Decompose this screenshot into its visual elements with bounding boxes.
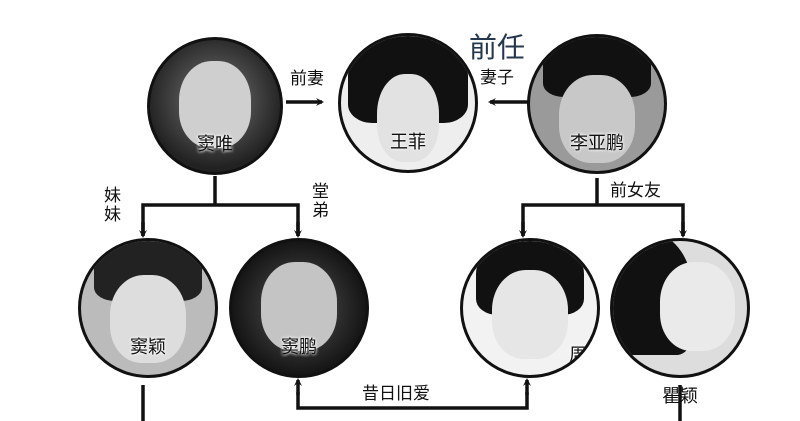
- photo-li-yapeng: 李亚鹏: [527, 34, 667, 174]
- photo-wang-fei: 王菲: [338, 33, 478, 173]
- label-former: 前任: [469, 31, 526, 64]
- photo-dou-ying: 窦颖: [78, 238, 218, 378]
- name-li-yapeng: 李亚鹏: [570, 132, 624, 154]
- name-dou-wei: 窦唯: [197, 134, 233, 156]
- label-wife: 妻子: [480, 68, 514, 88]
- photo-dou-wei: 窦唯: [147, 37, 283, 175]
- photo-dou-peng: 窦鹏: [229, 238, 369, 378]
- name-qu-ying: 瞿颖: [662, 386, 698, 407]
- label-cousin: 堂弟: [308, 182, 328, 220]
- name-zhou-xun: 周迅: [569, 344, 597, 366]
- label-ex-girlfriend: 前女友: [610, 181, 661, 201]
- name-dou-ying: 窦颖: [130, 336, 166, 358]
- label-sister: 妹妹: [100, 186, 120, 224]
- photo-qu-ying: [610, 238, 750, 378]
- old-love-link: [296, 392, 529, 410]
- name-dou-peng: 窦鹏: [281, 336, 317, 358]
- photo-zhou-xun: 周迅: [460, 238, 600, 378]
- label-ex-wife: 前妻: [290, 69, 324, 89]
- name-wang-fei: 王菲: [390, 131, 426, 153]
- label-old-love: 昔日旧爱: [362, 384, 430, 404]
